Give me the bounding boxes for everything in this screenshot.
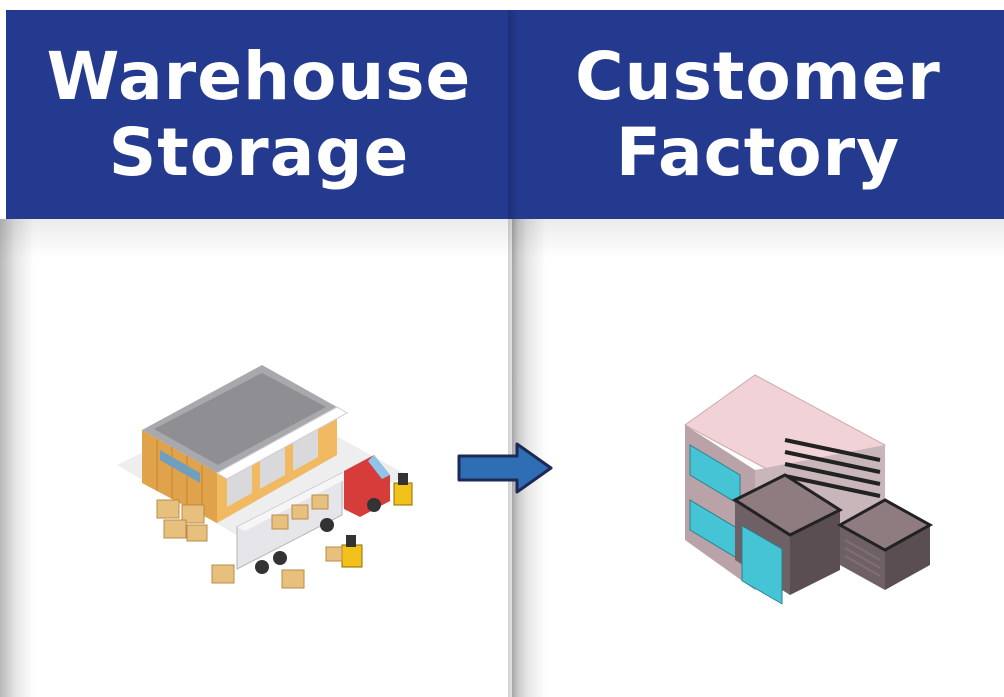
warehouse-storage-title: Warehouse Storage: [46, 37, 472, 191]
warehouse-storage-header: Warehouse Storage: [6, 10, 512, 219]
warehouse-loading-dock-icon: [117, 365, 413, 589]
warehouse-storage-panel: Warehouse Storage: [0, 10, 512, 697]
title-line-2: Factory: [615, 113, 901, 191]
factory-building-icon: [684, 374, 934, 605]
right-arrow-icon: [457, 442, 553, 494]
title-line-1: Customer: [575, 37, 941, 115]
panel-divider: [508, 10, 518, 697]
title-line-2: Storage: [108, 113, 410, 191]
customer-factory-header: Customer Factory: [512, 10, 1004, 219]
title-line-1: Warehouse: [46, 37, 472, 115]
warehouse-storage-body: [0, 219, 512, 697]
customer-factory-title: Customer Factory: [575, 37, 941, 191]
